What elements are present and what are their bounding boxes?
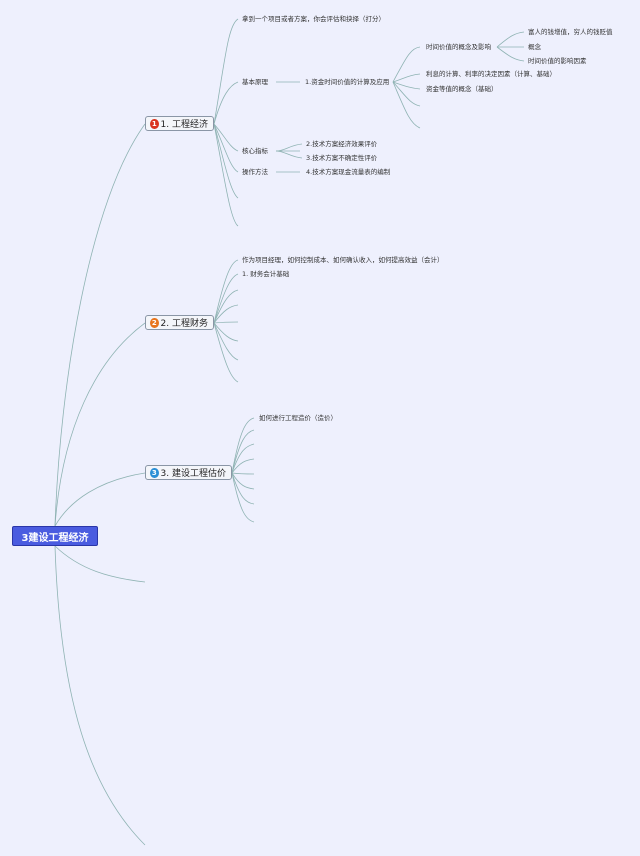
branch-label: 2. 工程财务: [160, 319, 208, 329]
branch-cost-estimation[interactable]: 3 3. 建设工程估价: [145, 465, 232, 480]
node-operation[interactable]: 操作方法: [242, 168, 268, 176]
node-accounting-basics[interactable]: 1. 财务会计基础: [242, 270, 290, 278]
root-label: 3建设工程经济: [21, 532, 89, 544]
branch-label: 3. 建设工程估价: [160, 469, 226, 479]
node-topic-3[interactable]: 3.技术方案不确定性评价: [306, 154, 378, 162]
node-topic-4[interactable]: 4.技术方案现金流量表的编制: [306, 168, 391, 176]
node-intro[interactable]: 拿到一个项目或者方案，你会评估和抉择（打分）: [242, 15, 385, 23]
node-time-value[interactable]: 时间价值的概念及影响: [426, 43, 491, 51]
number-badge: 1: [150, 118, 159, 129]
node-interest[interactable]: 利息的计算、利率的决定因素（计算、基础）: [426, 70, 556, 78]
node-finance-intro[interactable]: 作为项目经理，如何控制成本、如何确认收入，如何提高效益（会计）: [242, 256, 444, 264]
leaf-concept[interactable]: 概念: [528, 43, 541, 51]
node-cost-intro[interactable]: 如何进行工程造价（造价）: [259, 414, 337, 422]
node-core-index[interactable]: 核心指标: [242, 147, 268, 155]
leaf-rich-poor[interactable]: 富人的钱增值，穷人的钱贬值: [528, 28, 613, 36]
node-topic-1[interactable]: 1.资金时间价值的计算及应用: [305, 78, 390, 86]
node-equivalence[interactable]: 资金等值的概念（基础）: [426, 85, 498, 93]
node-topic-2[interactable]: 2.技术方案经济效果评价: [306, 140, 378, 148]
number-badge: 3: [150, 467, 159, 478]
root-node[interactable]: 3建设工程经济: [12, 526, 98, 546]
branch-engineering-economics[interactable]: 1 1. 工程经济: [145, 116, 214, 131]
leaf-factors[interactable]: 时间价值的影响因素: [528, 57, 587, 65]
node-basic-principle[interactable]: 基本原理: [242, 78, 268, 86]
number-badge: 2: [150, 317, 159, 328]
branch-engineering-finance[interactable]: 2 2. 工程财务: [145, 315, 214, 330]
branch-label: 1. 工程经济: [160, 120, 208, 130]
